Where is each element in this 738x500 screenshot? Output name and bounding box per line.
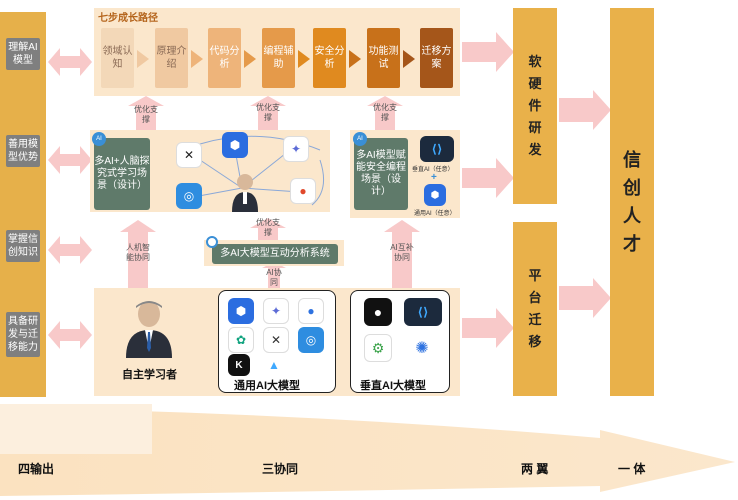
scenario-right-box: 多AI模型赋能安全编程场景（设计）	[354, 138, 408, 210]
right-outer-arrows	[559, 90, 611, 318]
general-model-icon-5: ✕	[263, 327, 289, 353]
opt-label-1: 优化支撑	[134, 105, 158, 124]
vertical-code-icon: ⟨⟩	[404, 298, 442, 326]
general-model-icon-4: ✿	[228, 327, 254, 353]
star-model-icon: ✦	[283, 136, 309, 162]
vertical-models-label: 垂直AI大模型	[360, 380, 426, 392]
ai-collab-label: AI协同	[266, 268, 282, 287]
growth-path-title: 七步成长路径	[98, 13, 158, 24]
step-7: 迁移方案	[420, 28, 453, 88]
learner-label: 自主学习者	[122, 369, 177, 381]
github-icon: ●	[364, 298, 392, 326]
general-model-icon-1: ⬢	[228, 298, 254, 324]
deepseek-icon: ✕	[176, 142, 202, 168]
general-ai-label: 通用AI（任意）	[414, 211, 456, 217]
software-label: 软硬件研发	[528, 54, 542, 157]
talent-column: 信创人才	[610, 8, 654, 396]
step-arrow-5	[349, 50, 361, 68]
analysis-system-box: 多AI大模型互动分析系统	[212, 244, 338, 264]
general-ai-icon: ⬢	[424, 184, 446, 206]
left-double-arrows	[48, 48, 92, 349]
opt-label-4: 优化支撑	[256, 218, 280, 237]
step-2: 原理介绍	[155, 28, 188, 88]
drop-model-icon: ●	[290, 178, 316, 204]
ai-badge-icon: AI	[92, 132, 106, 146]
scenario-left-label: 多AI+人脑探究式学习场景（设计）	[94, 156, 150, 191]
learner-person-icon	[126, 301, 172, 358]
step-6: 功能测试	[367, 28, 400, 88]
step-arrow-3	[244, 50, 256, 68]
platform-column: 平台迁移	[513, 222, 557, 396]
chat-model-icon: ◎	[176, 183, 202, 209]
step-5: 安全分析	[313, 28, 346, 88]
person-icon	[232, 174, 258, 212]
dots-cluster-icon: ✺	[408, 334, 436, 362]
step-arrow-1	[137, 50, 149, 68]
four-outputs-label: 四输出	[18, 462, 55, 476]
opt-label-3: 优化支撑	[373, 103, 397, 122]
step-4: 编程辅助	[262, 28, 295, 88]
left-item-capability: 具备研发与迁移能力	[6, 312, 40, 357]
vertical-ai-label: 垂直AI（任意）	[412, 167, 454, 173]
one-body-label: 一 体	[618, 462, 646, 476]
general-model-icon-8: ▲	[263, 354, 285, 376]
step-arrow-4	[298, 50, 310, 68]
general-models-label: 通用AI大模型	[234, 380, 300, 392]
plus-icon: +	[431, 172, 437, 183]
general-model-icon-2: ✦	[263, 298, 289, 324]
left-column: 理解AI模型 善用模型优势 掌握信创知识 具备研发与迁移能力	[0, 12, 46, 397]
analysis-system-label: 多AI大模型互动分析系统	[220, 248, 330, 259]
ai-complement-label: AI互补协同	[390, 243, 414, 262]
left-item-leverage: 善用模型优势	[6, 135, 40, 167]
right-arrows	[462, 32, 514, 348]
step-arrow-6	[403, 50, 415, 68]
platform-label: 平台迁移	[528, 268, 542, 349]
step-1: 领域认知	[101, 28, 134, 88]
software-column: 软硬件研发	[513, 8, 557, 204]
gear-code-icon: ⚙	[364, 334, 392, 362]
bottom-arrow	[0, 404, 735, 496]
general-model-icon-6: ◎	[298, 327, 324, 353]
general-model-icon-3: ●	[298, 298, 324, 324]
human-machine-label: 人机智能协同	[126, 243, 150, 262]
general-model-icon-7: K	[228, 354, 250, 376]
left-item-understand: 理解AI模型	[6, 38, 40, 70]
two-wings-label: 两 翼	[521, 462, 549, 476]
talent-label: 信创人才	[623, 150, 641, 254]
scenario-right-label: 多AI模型赋能安全编程场景（设计）	[356, 150, 406, 197]
opt-label-2: 优化支撑	[256, 103, 280, 122]
code-model-icon: ⟨⟩	[420, 136, 454, 162]
left-item-knowledge: 掌握信创知识	[6, 230, 40, 262]
hexagon-model-icon: ⬢	[222, 132, 248, 158]
step-arrow-2	[191, 50, 203, 68]
step-3: 代码分析	[208, 28, 241, 88]
ai-badge-icon-2: AI	[353, 132, 367, 146]
scenario-left-box: 多AI+人脑探究式学习场景（设计）	[94, 138, 150, 210]
loop-icon	[206, 236, 218, 248]
three-collab-label: 三协同	[262, 462, 299, 476]
